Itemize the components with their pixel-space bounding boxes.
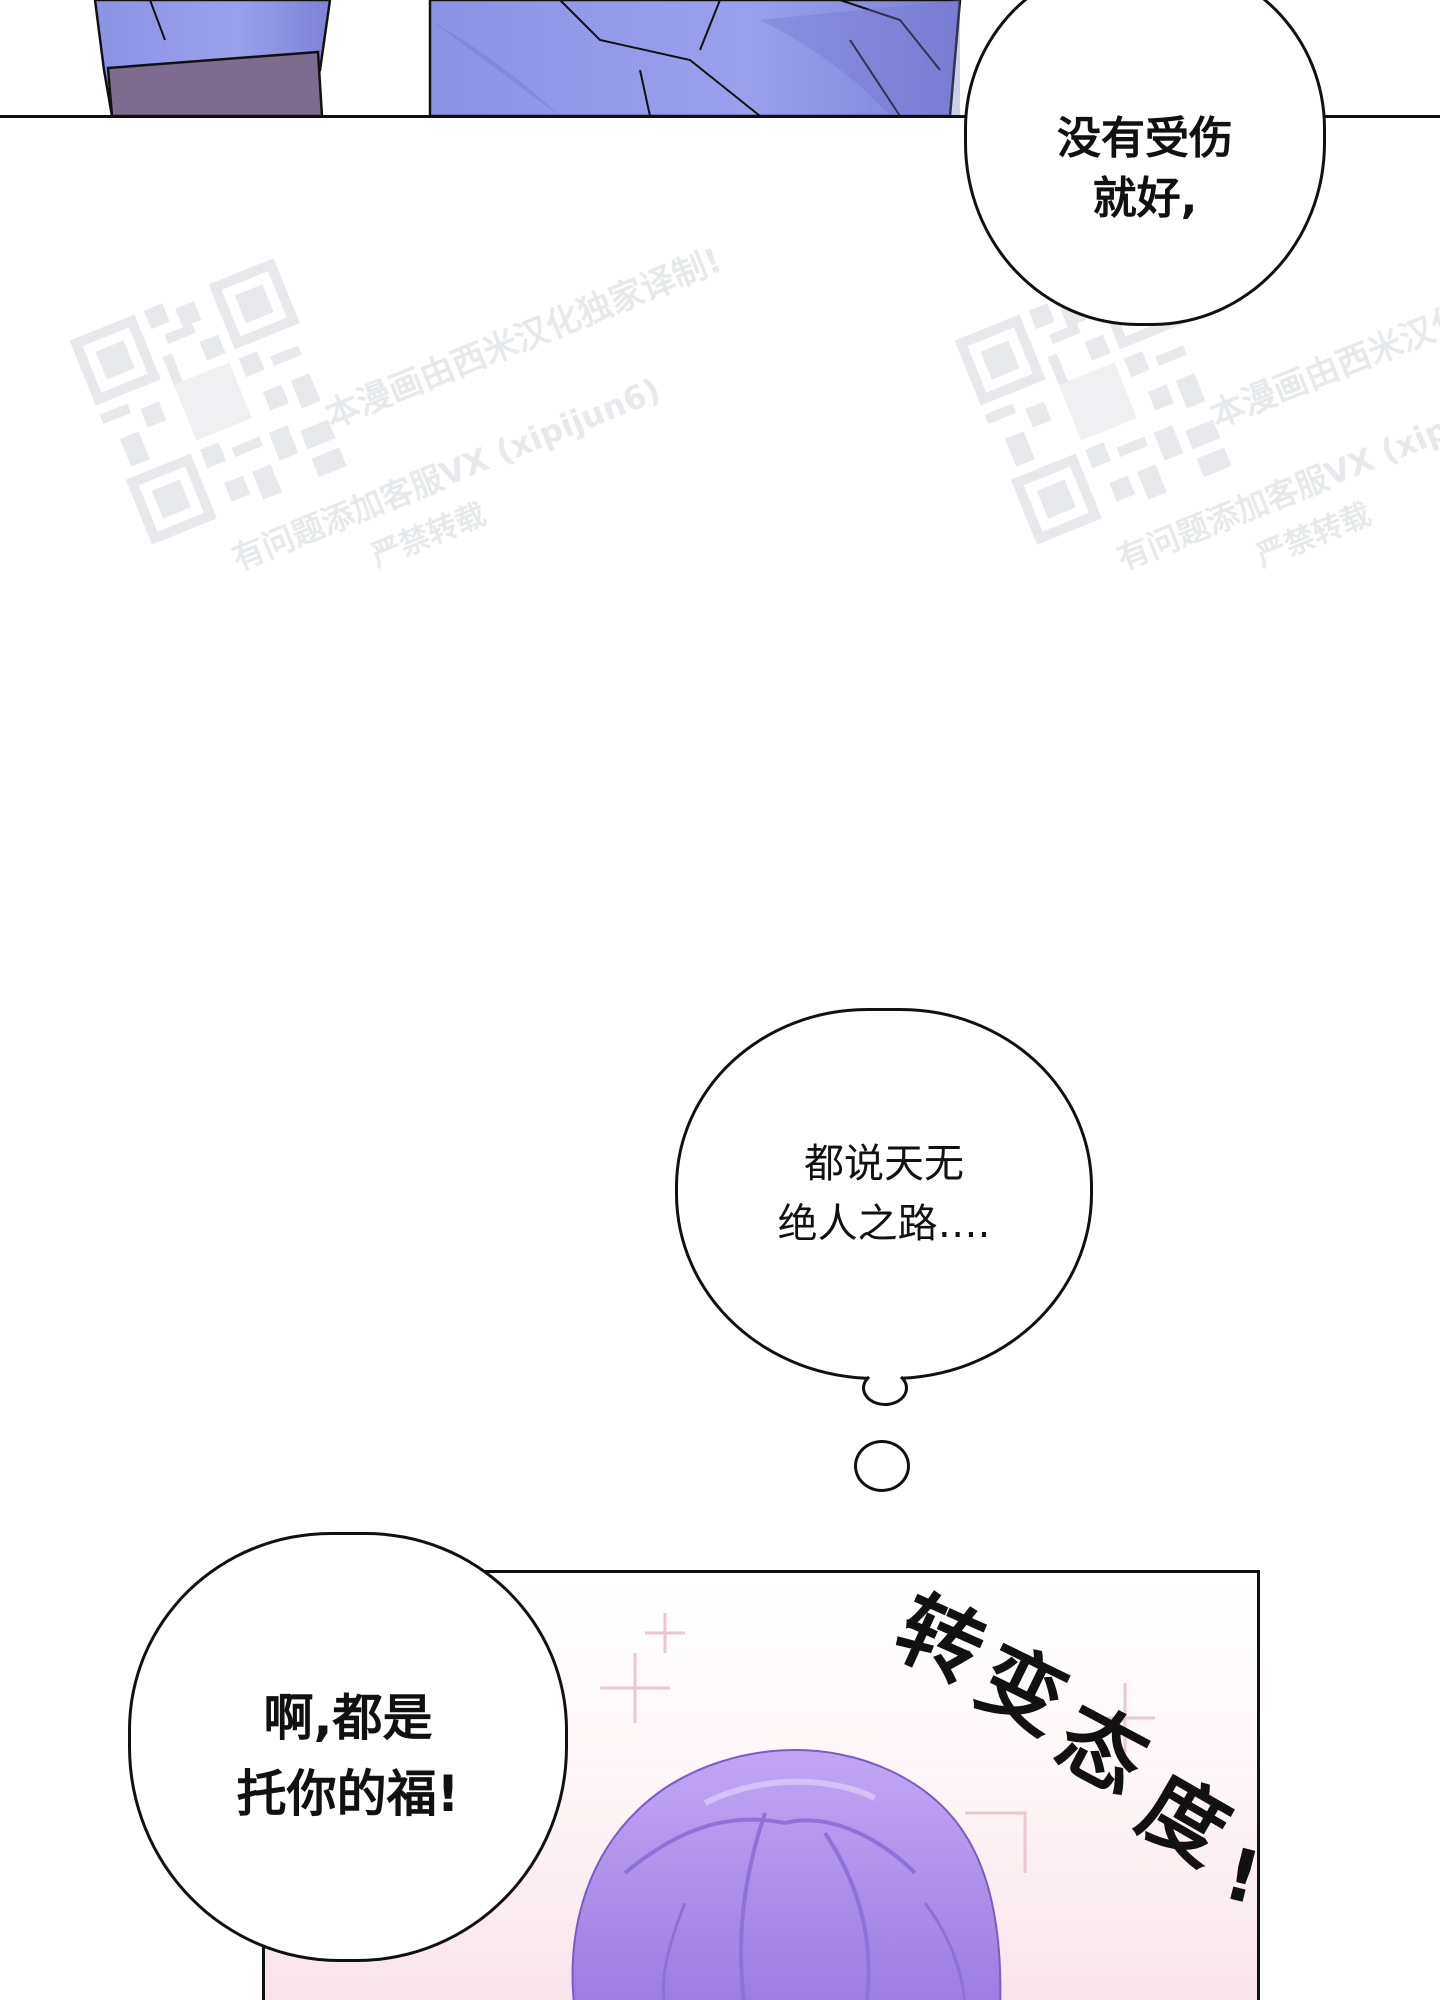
thought-bubble-text: 都说天无 绝人之路…. — [777, 1141, 991, 1247]
top-panel — [0, 0, 1440, 117]
thought-bubble: 都说天无 绝人之路…. — [675, 1008, 1093, 1380]
watermark-text-3: 有问题添加客服VX (xipijun6) — [226, 370, 666, 578]
watermark-text-3: 有问题添加客服VX (xipijun6) — [1111, 370, 1440, 578]
watermark-text-2: 严禁转载 — [366, 497, 492, 575]
watermark-text-2: 严禁转载 — [1251, 497, 1377, 575]
speech-bubble-1: 没有受伤 就好, — [964, 0, 1326, 326]
speech-bubble-1-text: 没有受伤 就好, — [1057, 113, 1233, 224]
qr-code-icon — [69, 258, 347, 545]
watermark-1: 本漫画由西米汉化独家译制! 严禁转载 有问题添加客服VX (xipijun6) — [10, 105, 727, 782]
hair-shape — [571, 1749, 1002, 2000]
watermark-text-1: 本漫画由西米汉化独家译制! — [319, 240, 728, 437]
thought-bubble-tail — [862, 1370, 908, 1406]
thought-bubble-dot — [854, 1440, 910, 1492]
panel-border — [0, 115, 1440, 118]
speech-bubble-3: 啊,都是 托你的福! — [128, 1532, 568, 1962]
bottom-panel-artwork — [571, 1613, 1155, 2000]
top-panel-artwork — [93, 0, 962, 117]
speech-bubble-3-text: 啊,都是 托你的福! — [236, 1689, 460, 1823]
